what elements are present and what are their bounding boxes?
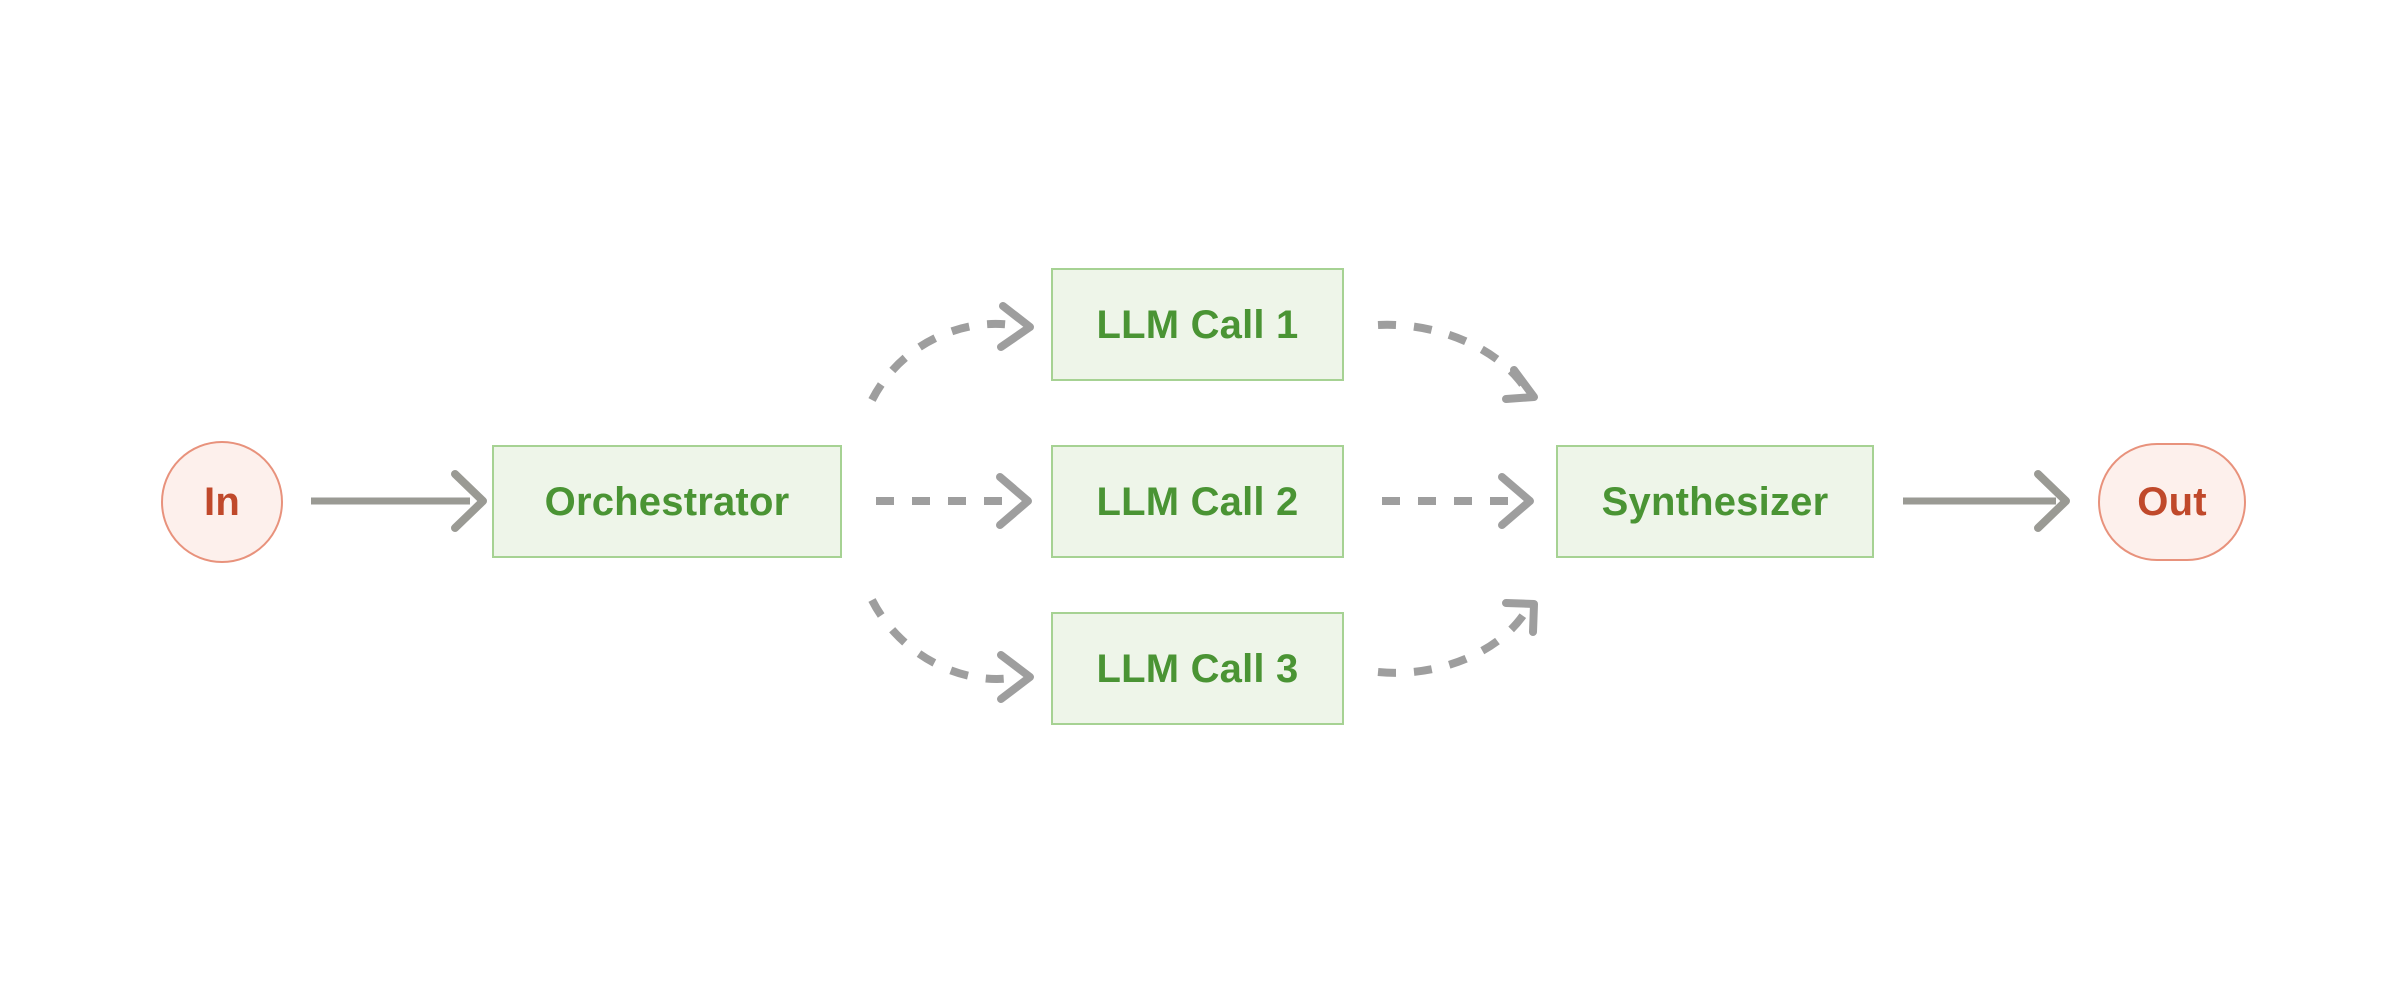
node-synthesizer-label: Synthesizer: [1601, 479, 1829, 524]
node-llm-call-1[interactable]: LLM Call 1: [1051, 268, 1344, 381]
node-llm-call-2-label: LLM Call 2: [1096, 479, 1299, 524]
node-llm-call-2[interactable]: LLM Call 2: [1051, 445, 1344, 558]
edge-orchestrator-to-llm-call-1: [868, 302, 1034, 402]
node-orchestrator-label: Orchestrator: [544, 479, 790, 524]
node-synthesizer[interactable]: Synthesizer: [1556, 445, 1874, 558]
node-llm-call-3-label: LLM Call 3: [1096, 646, 1299, 691]
edge-llm-call-2-to-synthesizer: [1382, 473, 1534, 529]
node-orchestrator[interactable]: Orchestrator: [492, 445, 842, 558]
edge-in-to-orchestrator: [311, 470, 487, 532]
node-out[interactable]: Out: [2098, 443, 2246, 561]
node-in-label: In: [204, 480, 240, 524]
node-out-label: Out: [2137, 480, 2207, 524]
edge-orchestrator-to-llm-call-3: [868, 598, 1034, 703]
node-in[interactable]: In: [161, 441, 283, 563]
edge-orchestrator-to-llm-call-2: [876, 473, 1032, 529]
edge-synthesizer-to-out: [1903, 470, 2070, 532]
edge-llm-call-3-to-synthesizer: [1377, 599, 1538, 677]
node-llm-call-3[interactable]: LLM Call 3: [1051, 612, 1344, 725]
edge-llm-call-1-to-synthesizer: [1377, 320, 1538, 403]
node-llm-call-1-label: LLM Call 1: [1096, 302, 1299, 347]
